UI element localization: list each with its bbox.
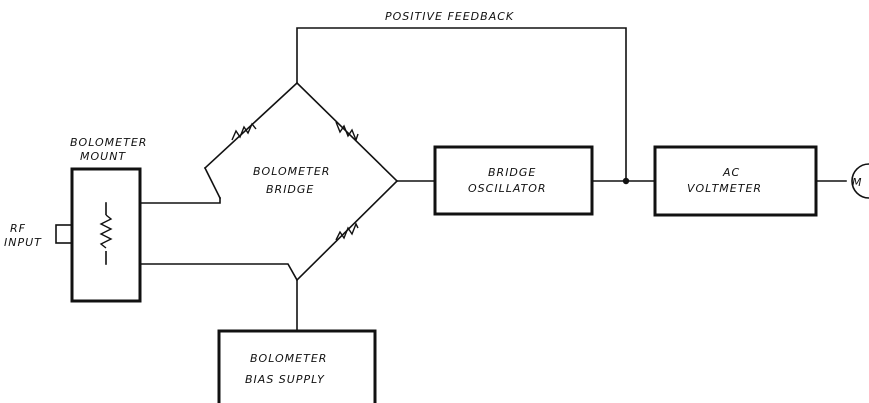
bolometer-mount-label-line2: MOUNT [80, 150, 126, 163]
bridge-left-wire [105, 197, 221, 204]
bolometer-element-icon [99, 214, 113, 249]
bolometer-bridge-label-line2: BRIDGE [266, 183, 314, 196]
meter-icon [851, 163, 869, 199]
rf-input-connector-icon [55, 224, 73, 244]
resistor-top-left-icon [231, 122, 257, 141]
ac-voltmeter-label-line2: VOLTMETER [687, 182, 762, 195]
bolometer-mount: BOLOMETER MOUNT [55, 136, 147, 303]
resistor-top-right-icon [335, 121, 359, 143]
bridge-arm-bottom-left [203, 166, 222, 200]
rf-input-label-line1: RF [10, 222, 26, 235]
bias-supply-label-line2: BIAS SUPPLY [245, 373, 325, 386]
positive-feedback-line [296, 27, 627, 182]
ac-voltmeter-box [653, 145, 818, 217]
bolometer-bridge: BOLOMETER BRIDGE [105, 81, 399, 282]
bridge-oscillator-box [433, 145, 594, 216]
resistor-bottom-right-icon [335, 222, 359, 241]
bolometer-bridge-label-line1: BOLOMETER [253, 165, 330, 178]
meter-label: M [852, 176, 863, 189]
bridge-oscillator-label-line2: OSCILLATOR [468, 182, 547, 195]
bolometer-bias-supply: BOLOMETER BIAS SUPPLY [217, 329, 377, 403]
positive-feedback-label: POSITIVE FEEDBACK [385, 10, 514, 23]
bridge-oscillator-label-line1: BRIDGE [488, 166, 536, 179]
rf-input-label-line2: INPUT [4, 236, 42, 249]
bias-supply-box [217, 329, 377, 403]
bias-supply-label-line1: BOLOMETER [250, 352, 327, 365]
bolometer-mount-label-line1: BOLOMETER [70, 136, 147, 149]
ac-voltmeter-label-line1: AC [722, 166, 740, 179]
ac-voltmeter: AC VOLTMETER [653, 145, 818, 217]
feedback-junction-dot [622, 177, 630, 185]
bridge-bottom-wire [105, 263, 299, 282]
bridge-oscillator: BRIDGE OSCILLATOR [433, 145, 594, 216]
